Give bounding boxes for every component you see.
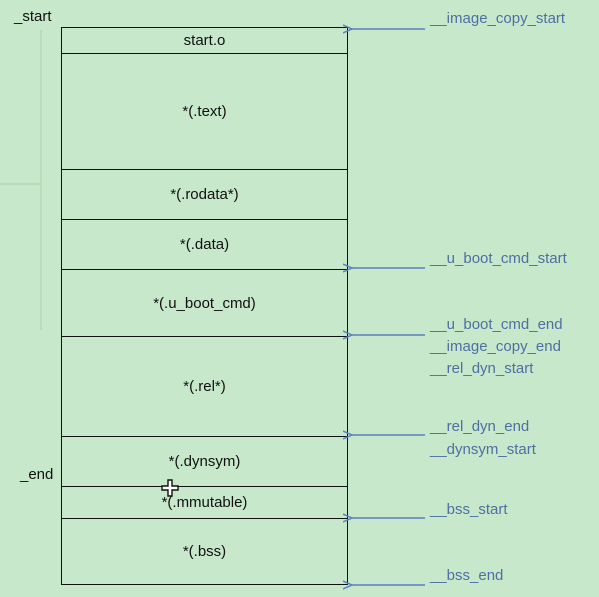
section-label: *(.rel*) [183,378,226,395]
start-label: _start [14,8,52,25]
section-label: *(.dynsym) [168,453,241,470]
section-dynsym: *(.dynsym) [62,437,347,487]
section-mmutable: *(.mmutable) [62,487,347,519]
section-bss: *(.bss) [62,519,347,583]
marker-bss-end: __bss_end [430,567,504,584]
section-rodata: *(.rodata*) [62,170,347,220]
marker-rel-dyn-end: __rel_dyn_end [430,418,530,435]
section-label: *(.u_boot_cmd) [153,294,256,312]
marker-rel-dyn-start: __rel_dyn_start [430,360,534,377]
marker-dynsym-start: __dynsym_start [430,441,536,458]
cursor-icon [161,479,179,497]
section-u-boot-cmd: *(.u_boot_cmd) [62,270,347,337]
section-label: *(.data) [179,236,230,253]
section-rel: *(.rel*) [62,337,347,437]
section-label: *(.rodata*) [170,186,239,203]
section-label: *(.mmutable) [161,494,248,511]
section-data: *(.data) [62,220,347,270]
section-text: *(.text) [62,54,347,170]
marker-u-boot-cmd-end: __u_boot_cmd_end [430,316,563,333]
marker-u-boot-cmd-start: __u_boot_cmd_start [430,250,567,267]
section-label: *(.text) [182,103,227,120]
end-label: _end [20,466,54,483]
background-divider [0,183,40,185]
marker-image-copy-end: __image_copy_end [430,338,561,355]
section-label: *(.bss) [182,542,227,560]
memory-map-box: start.o *(.text) *(.rodata*) *(.data) *(… [61,27,348,585]
background-divider [40,30,42,330]
marker-bss-start: __bss_start [430,501,508,518]
section-start-o: start.o [62,28,347,54]
marker-image-copy-start: __image_copy_start [430,10,566,27]
section-label: start.o [183,32,226,49]
